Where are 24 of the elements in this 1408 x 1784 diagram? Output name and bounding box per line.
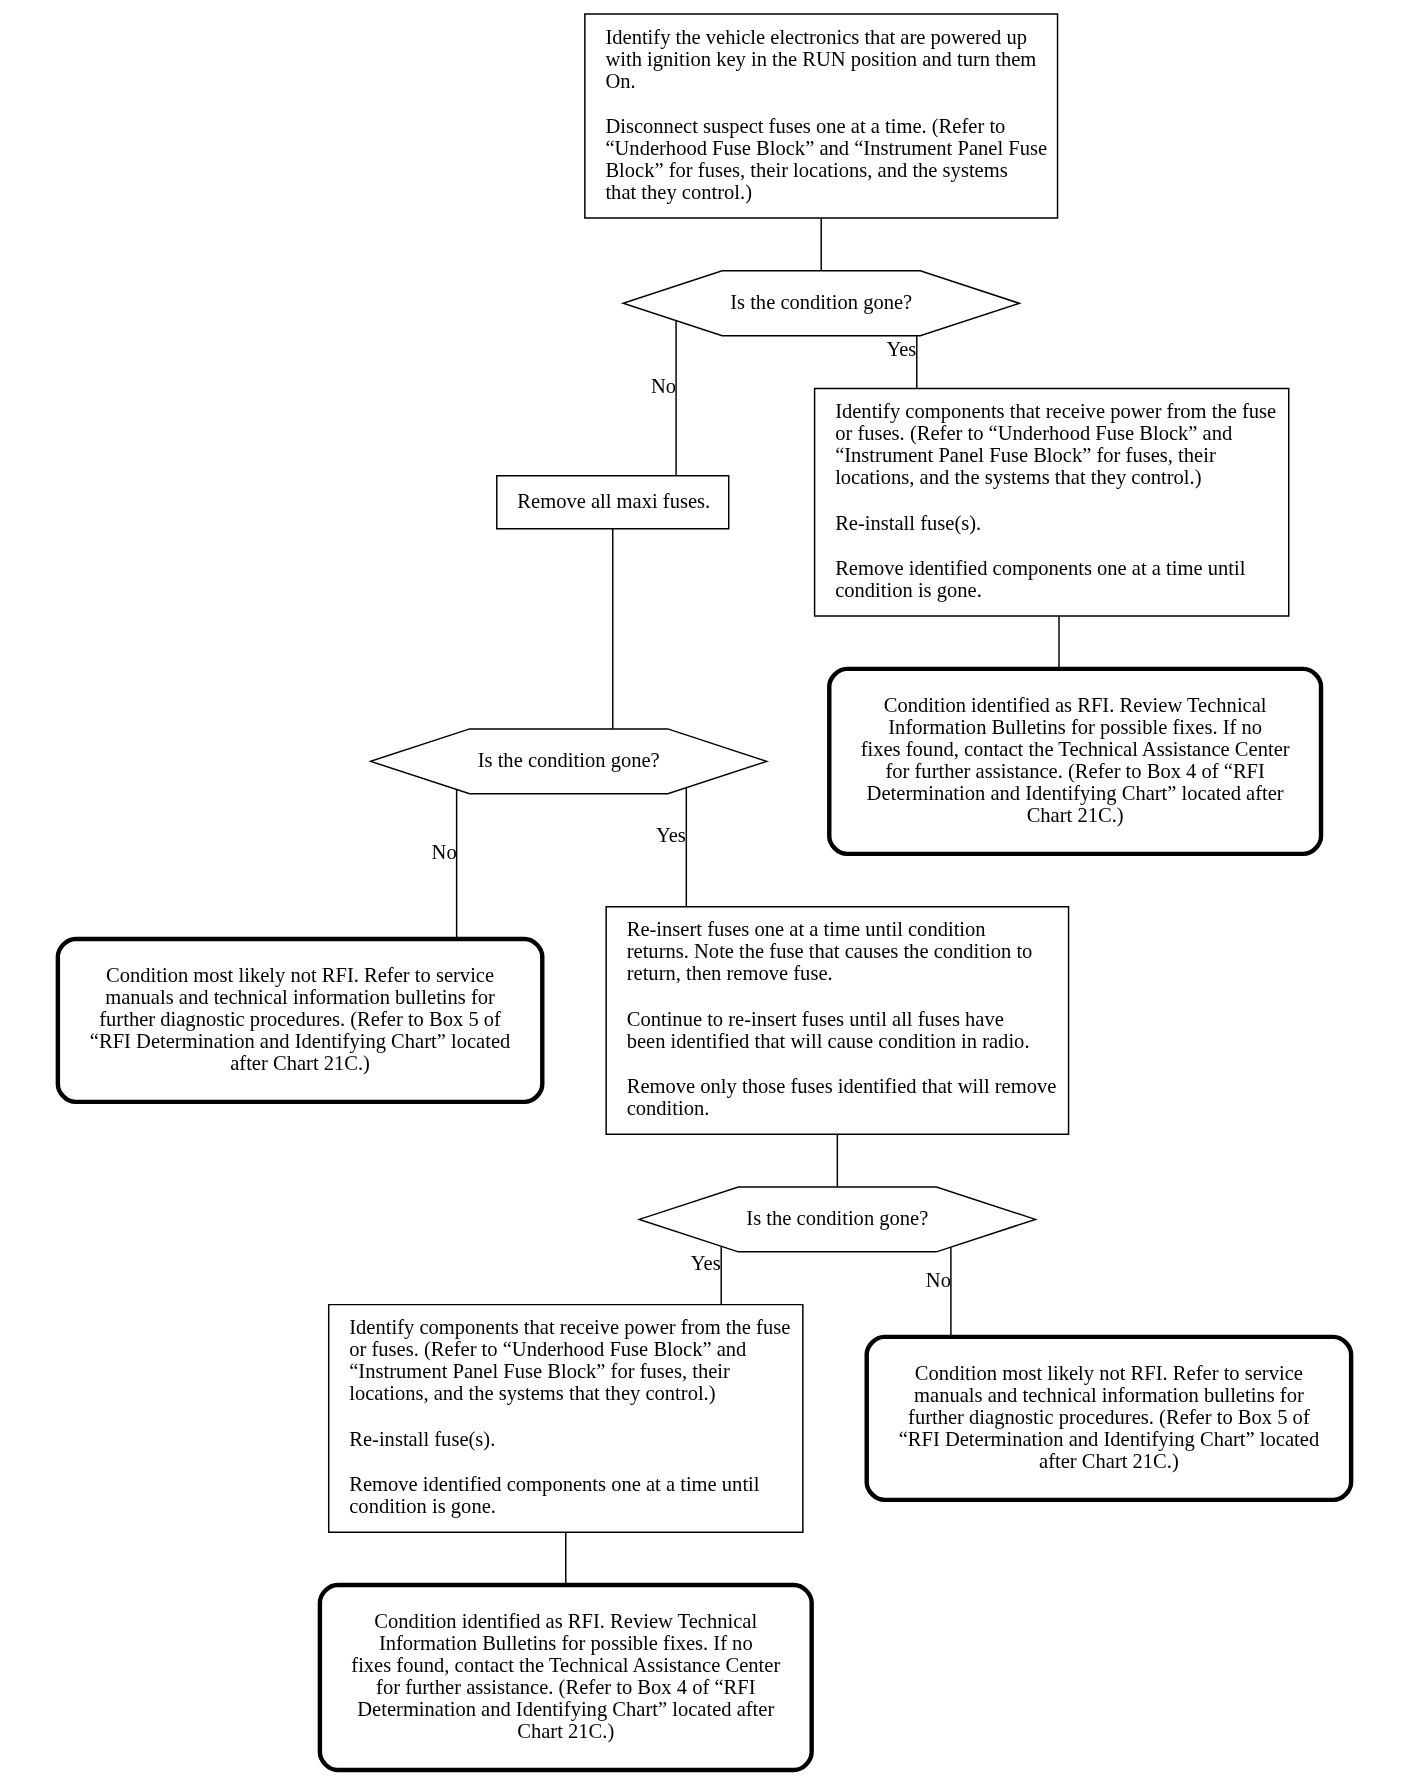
node-box: Condition identified as RFI. Review Technical Information Bulletins for possible fixes. If no fixes found, contact the Technical Assistance Center for further assistance. (Refer to Box 4 of “RFI Determination and Identifying Chart” located after Chart 21C.): [317, 1582, 814, 1773]
edge-label: Yes: [690, 1251, 721, 1274]
node-box: Identify components that receive power from the fuse or fuses. (Refer to “Underhood Fuse Block” and “Instrument Panel Fuse Block” for fuses, their locations, and the systems that they control.) Re-install fuse(s). Remove identified components one at a time until condition is gone.: [327, 1303, 804, 1533]
node-box: Identify components that receive power from the fuse or fuses. (Refer to “Underhood Fuse Block” and “Instrument Panel Fuse Block” for fuses, their locations, and the systems that they control.) Re-install fuse(s). Remove identified components one at a time until condition is gone.: [813, 387, 1289, 617]
connector: [1057, 615, 1060, 670]
connector: [685, 787, 687, 908]
connector: [674, 320, 677, 477]
connector: [949, 1246, 952, 1338]
edge-label: Yes: [885, 338, 916, 361]
connector: [455, 788, 457, 940]
connector: [720, 1245, 722, 1306]
connector: [836, 1133, 838, 1188]
node-box: Condition most likely not RFI. Refer to service manuals and technical information bulletins for further diagnostic procedures. (Refer to Box 5 of “RFI Determination and Identifying Chart” located after Chart 21C.): [55, 936, 544, 1105]
connector: [819, 217, 822, 272]
node-box: Condition most likely not RFI. Refer to service manuals and technical information bulletins for further diagnostic procedures. (Refer to Box 5 of “RFI Determination and Identifying Chart” located after Chart 21C.): [864, 1334, 1353, 1503]
connector: [611, 528, 613, 730]
node-box: Re-insert fuses one at a time until condition returns. Note the fuse that causes the condition to return, then remove fuse. Continue to re-insert fuses until all fuses have been identified that will cause condition in radio. Remove only those fuses identified that will remove condition.: [604, 905, 1069, 1135]
connector: [564, 1531, 566, 1586]
node-box: Identify the vehicle electronics that are powered up with ignition key in the RUN position and turn them On. Disconnect suspect fuses one at a time. (Refer to “Underhood Fuse Block” and “Instrument Panel Fuse Block” for fuses, their locations, and the systems that they control.): [583, 13, 1058, 219]
node-box: Condition identified as RFI. Review Technical Information Bulletins for possible fixes. If no fixes found, contact the Technical Assistance Center for further assistance. (Refer to Box 4 of “RFI Determination and Identifying Chart” located after Chart 21C.): [826, 666, 1323, 857]
node-box: Remove all maxi fuses.: [495, 475, 729, 530]
connector: [915, 334, 917, 389]
edge-label: No: [431, 840, 457, 863]
edge-label: Yes: [655, 823, 686, 846]
